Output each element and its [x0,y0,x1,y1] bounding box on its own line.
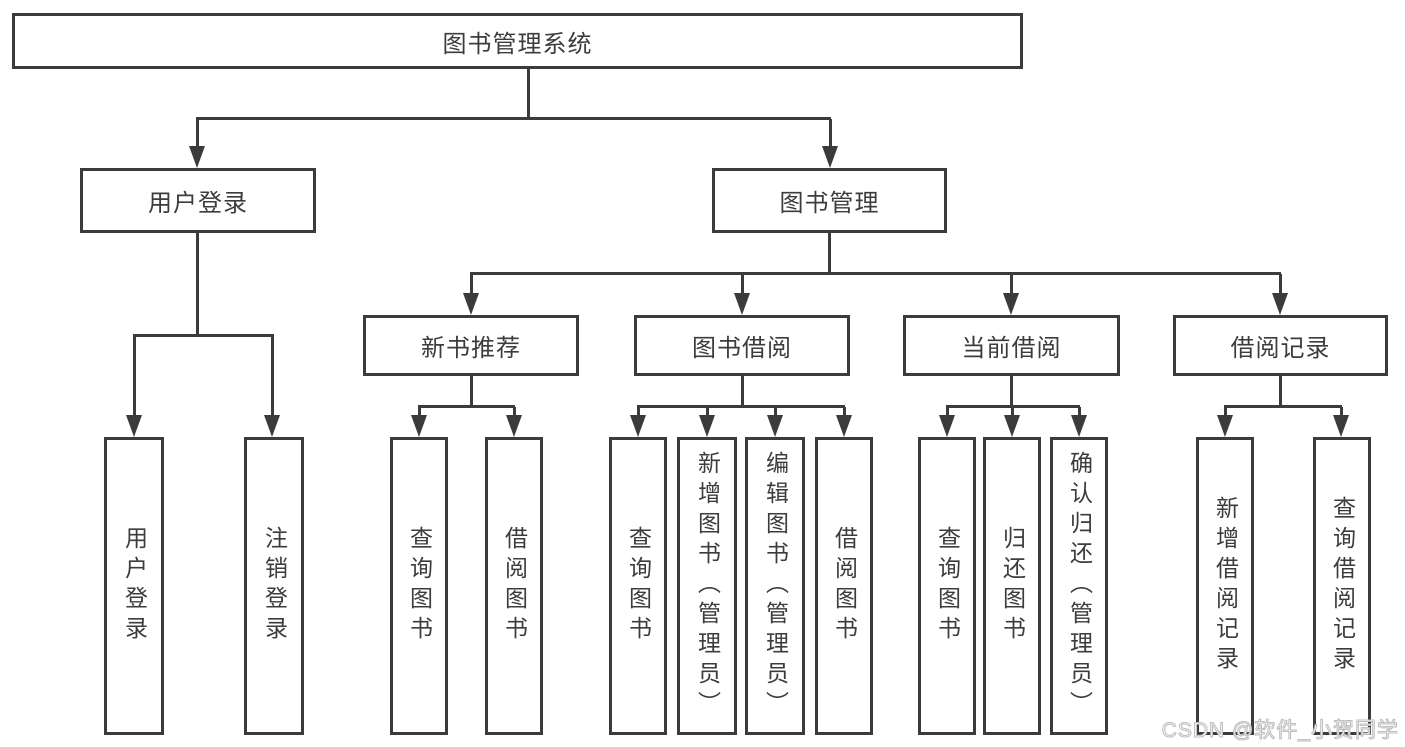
arrow-down-icon [1071,415,1087,437]
node-label: 借阅记录 [1230,335,1331,362]
leaf-confirm-return-admin: 确认归还（管理员） [1050,437,1108,735]
leaf-label: 归还图书 [999,526,1026,646]
leaf-label: 新增图书（管理员） [694,451,721,721]
leaf-label: 用户登录 [121,526,148,646]
connector-line [1224,405,1342,408]
arrow-down-icon [126,415,142,437]
leaf-label: 确认归还（管理员） [1066,451,1093,721]
arrow-down-icon [630,415,646,437]
leaf-label: 注销登录 [261,526,288,646]
connector-line [1340,407,1343,417]
watermark: CSDN @软件_小贺同学 [1161,719,1399,743]
connector-line [946,405,1080,408]
connector-line [196,233,199,337]
connector-line [133,336,136,417]
connector-line [470,274,473,295]
leaf-label: 查询图书 [934,526,961,646]
node-borrowing-records: 借阅记录 [1173,315,1388,376]
leaf-label: 借阅图书 [831,526,858,646]
connector-line [946,407,949,417]
arrow-down-icon [836,415,852,437]
leaf-label: 新增借阅记录 [1212,496,1239,676]
arrow-down-icon [822,146,838,168]
leaf-add-borrow-record: 新增借阅记录 [1196,437,1254,735]
arrow-down-icon [189,146,205,168]
leaf-borrow-books-borrowing: 借阅图书 [815,437,873,735]
connector-line [828,233,831,275]
arrow-down-icon [699,415,715,437]
connector-line [637,405,845,408]
node-book-management: 图书管理 [712,168,947,233]
node-new-book-recommend: 新书推荐 [363,315,579,376]
arrow-down-icon [1217,415,1233,437]
connector-line [706,407,709,417]
arrow-down-icon [767,415,783,437]
connector-line [1011,407,1014,417]
connector-line [637,407,640,417]
connector-line [741,376,744,408]
node-label: 图书借阅 [692,335,792,362]
leaf-label: 查询借阅记录 [1329,496,1356,676]
arrow-down-icon [1004,415,1020,437]
leaf-query-books-current: 查询图书 [918,437,976,735]
leaf-label: 查询图书 [406,526,433,646]
connector-line [741,274,744,295]
node-label: 用户登录 [148,190,248,217]
leaf-user-login: 用户登录 [104,437,164,735]
connector-line [470,272,1281,275]
arrow-down-icon [264,415,280,437]
leaf-query-books-borrowing: 查询图书 [609,437,667,735]
node-label: 图书管理 [779,190,880,217]
connector-line [470,376,473,408]
connector-line [513,407,516,417]
connector-line [196,117,831,120]
leaf-query-borrow-record: 查询借阅记录 [1313,437,1371,735]
connector-line [133,334,274,337]
connector-line [843,407,846,417]
leaf-query-books-recommend: 查询图书 [390,437,448,735]
arrow-down-icon [939,415,955,437]
node-label: 图书管理系统 [442,30,593,58]
connector-line [196,119,199,149]
leaf-return-books: 归还图书 [983,437,1041,735]
connector-line [527,69,530,120]
connector-line [1010,274,1013,295]
connector-line [1279,376,1282,408]
leaf-label: 编辑图书（管理员） [762,451,789,721]
arrow-down-icon [506,415,522,437]
leaf-add-books-admin: 新增图书（管理员） [677,437,737,735]
arrow-down-icon [734,293,750,315]
leaf-borrow-books-recommend: 借阅图书 [485,437,543,735]
connector-line [1010,376,1013,408]
arrow-down-icon [463,293,479,315]
node-label: 新书推荐 [421,335,521,362]
arrow-down-icon [1333,415,1349,437]
connector-line [774,407,777,417]
connector-line [271,336,274,417]
node-library-system: 图书管理系统 [12,13,1023,69]
arrow-down-icon [1272,293,1288,315]
node-label: 当前借阅 [961,335,1062,362]
leaf-logout: 注销登录 [244,437,304,735]
arrow-down-icon [411,415,427,437]
connector-line [829,119,832,149]
connector-line [1078,407,1081,417]
connector-line [418,405,515,408]
connector-line [1279,274,1282,295]
connector-line [1224,407,1227,417]
leaf-label: 借阅图书 [501,526,528,646]
connector-line [418,407,421,417]
arrow-down-icon [1003,293,1019,315]
leaf-edit-books-admin: 编辑图书（管理员） [745,437,805,735]
node-book-borrowing: 图书借阅 [634,315,850,376]
node-user-login: 用户登录 [80,168,316,233]
leaf-label: 查询图书 [625,526,652,646]
node-current-borrowing: 当前借阅 [903,315,1120,376]
